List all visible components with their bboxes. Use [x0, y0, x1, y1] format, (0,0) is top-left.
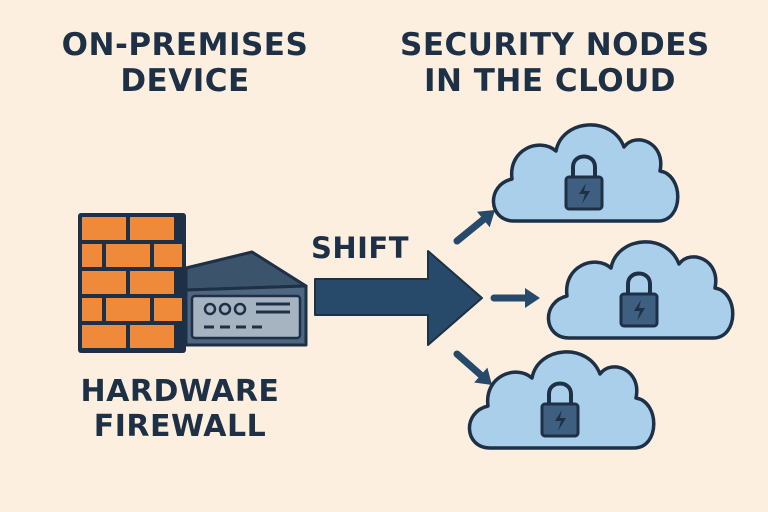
device-front-panel [190, 294, 302, 340]
hardware-firewall-caption-line1: HARDWARE [80, 374, 280, 409]
indicator-light [203, 302, 217, 316]
lock-shackle [547, 381, 573, 406]
cloud-shape [491, 123, 680, 223]
brick [82, 271, 126, 294]
lock-keyhole [579, 183, 590, 204]
network-appliance-icon [184, 250, 308, 347]
brick [82, 244, 102, 267]
lock-keyhole [634, 300, 645, 321]
brick [154, 244, 182, 267]
big-right-arrow-icon [314, 250, 483, 346]
hardware-firewall-caption-line2: FIREWALL [93, 408, 267, 444]
brick [106, 298, 150, 321]
brick [106, 244, 150, 267]
cloud-lock-icon [491, 123, 680, 223]
arrow-head [474, 367, 492, 385]
cloud-shape [467, 350, 656, 450]
on-premises-title-line2: DEVICE [120, 62, 250, 99]
lock-shackle [571, 154, 597, 179]
security-nodes-group [467, 123, 735, 450]
brick [130, 217, 174, 240]
arrow-head [525, 288, 540, 308]
cloud-lock-icon [467, 350, 656, 450]
brick [154, 298, 182, 321]
brick-wall-icon [78, 213, 186, 353]
indicator-light [233, 302, 247, 316]
lock-icon [619, 271, 659, 328]
small-arrow [453, 350, 492, 385]
cloud-title-line1: SECURITY NODES [400, 27, 710, 63]
cloud-shape [546, 240, 735, 340]
arrow-shaft [453, 350, 485, 379]
small-arrow [453, 210, 495, 245]
arrow-head [477, 210, 495, 228]
brick [82, 325, 126, 348]
cloud-lock-icon [546, 240, 735, 340]
cloud-title: SECURITY NODES IN THE CLOUD [400, 27, 710, 99]
lock-icon [564, 154, 604, 211]
lock-keyhole [555, 410, 566, 431]
brick [82, 298, 102, 321]
distribution-arrows [453, 210, 540, 385]
hardware-firewall-caption: HARDWARE FIREWALL [60, 374, 300, 444]
shift-label: SHIFT [310, 231, 410, 265]
brick [82, 217, 126, 240]
cloud-title-line2: IN THE CLOUD [424, 62, 676, 99]
indicator-light [218, 302, 232, 316]
on-premises-title-line1: ON-PREMISES [61, 27, 309, 63]
on-premises-title: ON-PREMISES DEVICE [40, 27, 330, 99]
brick [130, 325, 174, 348]
lock-shackle [626, 271, 652, 296]
lock-icon [540, 381, 580, 438]
brick [130, 271, 174, 294]
arrow-shaft [453, 215, 487, 245]
small-arrow [490, 288, 540, 308]
shift-arrow [314, 250, 483, 346]
